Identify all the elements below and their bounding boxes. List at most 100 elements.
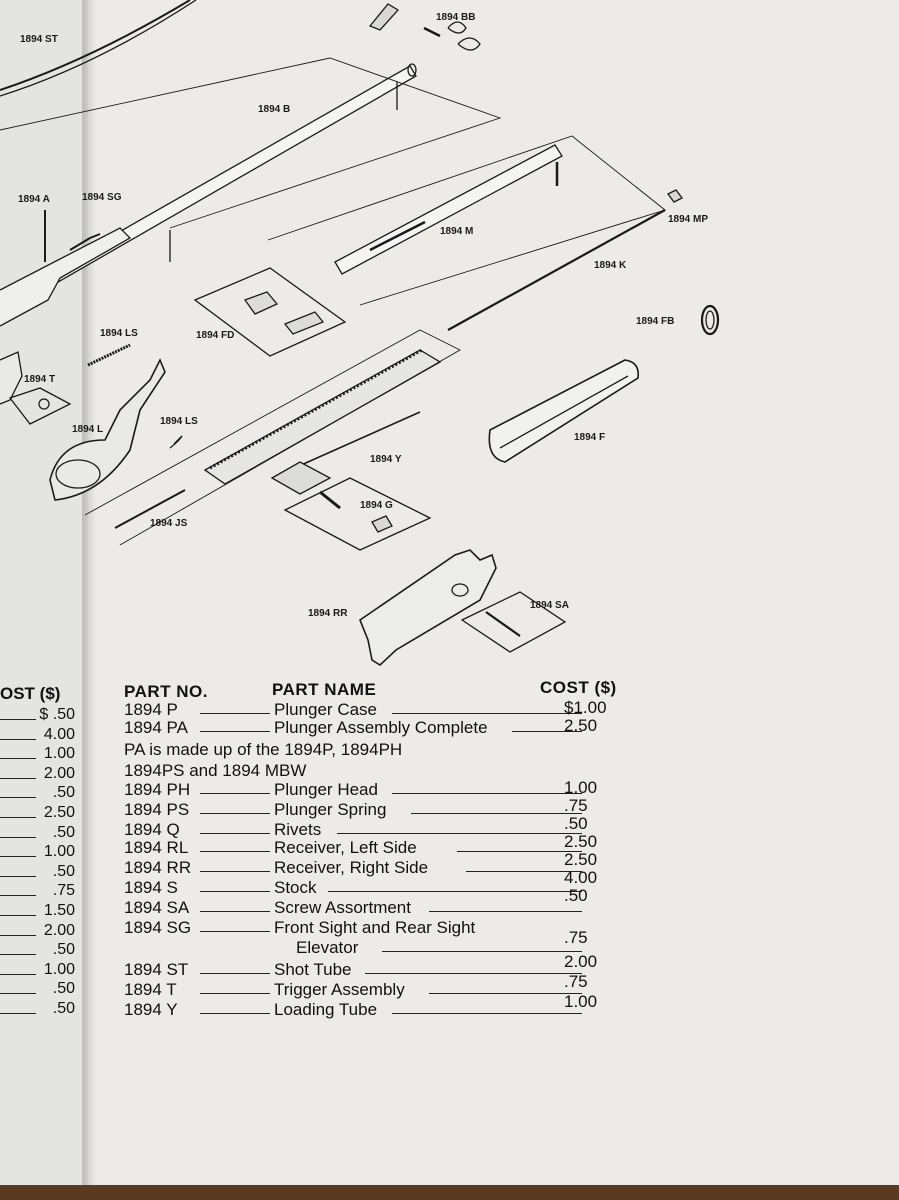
rack-teeth xyxy=(209,348,423,470)
table-surface xyxy=(0,1185,899,1200)
part-number: 1894 Y xyxy=(124,1000,178,1019)
part-name-header: PART NAME xyxy=(272,680,377,699)
left-cost-value: 2.00 xyxy=(43,921,75,939)
part-no-header: PART NO. xyxy=(124,682,208,701)
part-name: Receiver, Right Side xyxy=(274,858,429,877)
part-number: 1894 P xyxy=(124,700,178,719)
receiver-shape xyxy=(359,549,497,667)
part-cost: 2.50 xyxy=(564,850,598,869)
table-row: 1894 P Plunger Case xyxy=(122,700,642,720)
part-number: 1894 SA xyxy=(124,898,190,917)
pa-note-line-2: 1894PS and 1894 MBW xyxy=(124,761,307,780)
fd-box xyxy=(193,267,347,357)
leader-line xyxy=(429,911,582,912)
ls-pin xyxy=(169,435,183,449)
label-js: 1894 JS xyxy=(150,518,188,529)
sg-part xyxy=(69,233,101,251)
label-sa: 1894 SA xyxy=(530,600,569,611)
label-y: 1894 Y xyxy=(370,454,402,465)
loading-tube-plate xyxy=(270,461,332,495)
leader-line xyxy=(200,891,270,892)
pa-note-line-1: PA is made up of the 1894P, 1894PH xyxy=(124,740,403,759)
left-cost-value: 1.00 xyxy=(43,960,75,978)
part-name: Front Sight and Rear Sight xyxy=(274,918,476,937)
left-leader-line xyxy=(0,738,36,740)
trigger-spring xyxy=(38,398,50,410)
barrel-guide-box xyxy=(0,57,502,229)
lever-shape xyxy=(49,358,166,501)
part-cost: .75 xyxy=(564,972,588,991)
leader-line xyxy=(200,851,270,852)
label-rr: 1894 RR xyxy=(308,608,348,619)
fb-ring-inner xyxy=(705,310,715,330)
left-leader-line xyxy=(0,895,36,897)
forearm-line xyxy=(499,375,629,449)
left-leader-line xyxy=(0,797,36,799)
g-spring xyxy=(319,490,341,510)
left-leader-line xyxy=(0,758,36,760)
sa-screw xyxy=(485,611,521,637)
left-cost-value: 2.50 xyxy=(43,804,75,821)
label-ls: 1894 LS xyxy=(100,328,138,339)
label-fb: 1894 FB xyxy=(636,316,674,327)
sa-box xyxy=(460,591,567,653)
leader-line xyxy=(200,713,270,714)
g-box xyxy=(283,477,432,551)
leader-line xyxy=(512,731,582,732)
label-k: 1894 K xyxy=(594,260,627,271)
part-cost: .75 xyxy=(564,796,588,815)
shot-tube-shape xyxy=(0,0,191,91)
left-cost-value: .50 xyxy=(52,941,75,959)
part-name: Shot Tube xyxy=(274,960,352,979)
table-row: 1894 SA Screw Assortment xyxy=(122,898,642,918)
leader-line xyxy=(364,973,582,974)
ls-spring xyxy=(87,343,131,367)
barrel-muzzle xyxy=(407,63,417,77)
left-cost-value: $ .50 xyxy=(39,706,75,723)
part-labels: 1894 ST 1894 BB 1894 B 1894 A 1894 SG 18… xyxy=(18,12,708,619)
part-name: Screw Assortment xyxy=(274,898,411,917)
part-cost: .50 xyxy=(564,814,588,833)
part-name: Plunger Head xyxy=(274,780,378,799)
leader-line xyxy=(200,871,270,872)
label-f: 1894 F xyxy=(574,432,605,443)
part-cost: 4.00 xyxy=(564,868,598,887)
diagram-drawing xyxy=(0,0,720,667)
label-bb: 1894 BB xyxy=(436,12,475,23)
forearm-shape xyxy=(488,359,640,463)
leader-line xyxy=(200,931,270,932)
part-name: Rivets xyxy=(274,820,322,839)
left-leader-line xyxy=(0,836,36,838)
part-number: 1894 PA xyxy=(124,718,188,737)
label-b: 1894 B xyxy=(258,104,290,115)
cost-header: COST ($) xyxy=(540,678,617,697)
part-name: Plunger Case xyxy=(274,700,378,719)
left-cost-value: 4.00 xyxy=(43,725,75,743)
left-cost-value: 2.00 xyxy=(43,764,75,782)
left-cost-value: 1.00 xyxy=(43,843,75,861)
fb-ring xyxy=(700,304,720,336)
page-gutter-shadow xyxy=(82,0,96,1200)
part-cost: .75 xyxy=(564,928,588,947)
rod-m-shape xyxy=(334,144,563,275)
bb-screw xyxy=(423,26,441,38)
rod-m-slot xyxy=(369,220,426,252)
left-cost-value: 1.00 xyxy=(43,745,75,763)
label-g: 1894 G xyxy=(360,500,393,511)
part-name: Plunger Spring xyxy=(274,800,387,819)
leader-line xyxy=(337,833,582,834)
part-number: 1894 SG xyxy=(124,918,192,937)
left-leader-line xyxy=(0,993,36,995)
mp-part xyxy=(667,189,683,203)
leader-line xyxy=(200,833,270,834)
fd-parts xyxy=(243,291,325,335)
left-leader-line xyxy=(0,1013,36,1014)
rod-m-box xyxy=(267,135,666,306)
label-a: 1894 A xyxy=(18,194,50,205)
part-cost: 1.00 xyxy=(564,778,598,797)
